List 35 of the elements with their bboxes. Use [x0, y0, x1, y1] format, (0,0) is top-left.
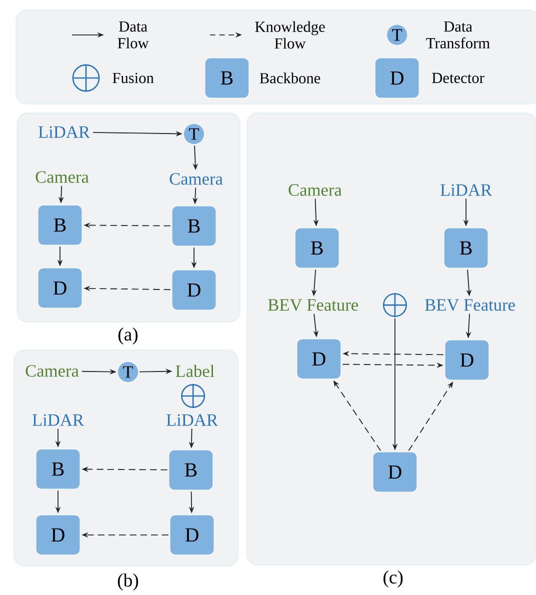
block-box: D [170, 514, 214, 556]
block-box: D [296, 338, 342, 380]
legend-text: Fusion [112, 72, 154, 84]
input-label: BEV Feature [268, 299, 358, 311]
block-box: D [172, 270, 216, 310]
block-box: B [168, 450, 214, 490]
fusion-symbol [382, 292, 408, 318]
block-box: B [36, 448, 80, 490]
input-label: Label [176, 364, 214, 378]
input-label: LiDAR [440, 184, 492, 196]
panel-caption: (c) [384, 570, 403, 588]
legend-text: Data Flow [118, 22, 149, 48]
legend-text: Backbone [260, 72, 320, 84]
legend-text: Knowledge Flow [255, 21, 325, 49]
block-box: D [36, 514, 80, 556]
input-label: LiDAR [32, 414, 84, 426]
input-label: Camera [36, 171, 89, 183]
input-label: BEV Feature [425, 299, 515, 311]
block-box: B [172, 206, 216, 246]
panel-caption: (a) [118, 328, 138, 344]
panel-caption: (b) [118, 574, 138, 590]
block-box: B [38, 204, 82, 246]
input-label: Camera [26, 365, 79, 377]
input-label: LiDAR [38, 126, 90, 138]
input-label: Camera [170, 173, 223, 185]
fusion-symbol [180, 383, 206, 409]
block-box: D [372, 452, 418, 492]
block-box: B [444, 228, 488, 268]
block-box: D [444, 340, 490, 380]
input-label: LiDAR [166, 414, 218, 426]
legend-text: Data Transform [426, 22, 490, 48]
legend-text: Detector [432, 72, 484, 84]
input-label: Camera [288, 184, 342, 196]
block-box: D [38, 268, 82, 308]
block-box: B [294, 228, 340, 268]
